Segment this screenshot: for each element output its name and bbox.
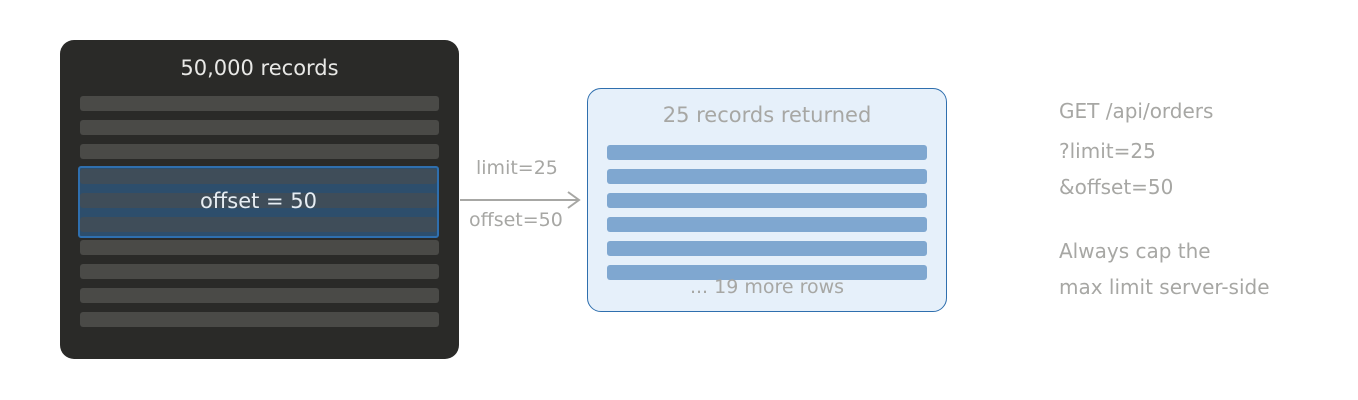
offset-label: offset = 50 xyxy=(199,189,318,213)
arrow-icon xyxy=(460,191,581,209)
result-row xyxy=(607,241,927,256)
query-limit-line: ?limit=25 xyxy=(1059,139,1156,163)
offset-param: offset=50 xyxy=(469,209,563,231)
record-row xyxy=(80,120,439,135)
record-row xyxy=(80,264,439,279)
result-row xyxy=(607,169,927,184)
tip-line-1: Always cap the xyxy=(1059,239,1211,263)
endpoint-line: GET /api/orders xyxy=(1059,99,1214,123)
record-row xyxy=(80,240,439,255)
record-row xyxy=(80,312,439,327)
limit-param: limit=25 xyxy=(476,157,558,179)
result-row xyxy=(607,265,927,280)
query-offset-line: &offset=50 xyxy=(1059,175,1174,199)
record-row xyxy=(80,288,439,303)
record-row xyxy=(80,169,437,184)
more-rows-label: ... 19 more rows xyxy=(689,276,845,298)
result-title: 25 records returned xyxy=(662,103,872,127)
tip-line-2: max limit server-side xyxy=(1059,275,1270,299)
offset-window: offset = 50 xyxy=(78,166,439,238)
record-row xyxy=(80,217,437,232)
result-row xyxy=(607,145,927,160)
record-row xyxy=(80,96,439,111)
record-row xyxy=(80,193,437,208)
result-panel: 25 records returned ... 19 more rows xyxy=(587,88,947,312)
result-row xyxy=(607,193,927,208)
result-row xyxy=(607,217,927,232)
record-row xyxy=(80,144,439,159)
dataset-panel: 50,000 records offset = 50 xyxy=(60,40,459,359)
dataset-title: 50,000 records xyxy=(180,56,339,80)
